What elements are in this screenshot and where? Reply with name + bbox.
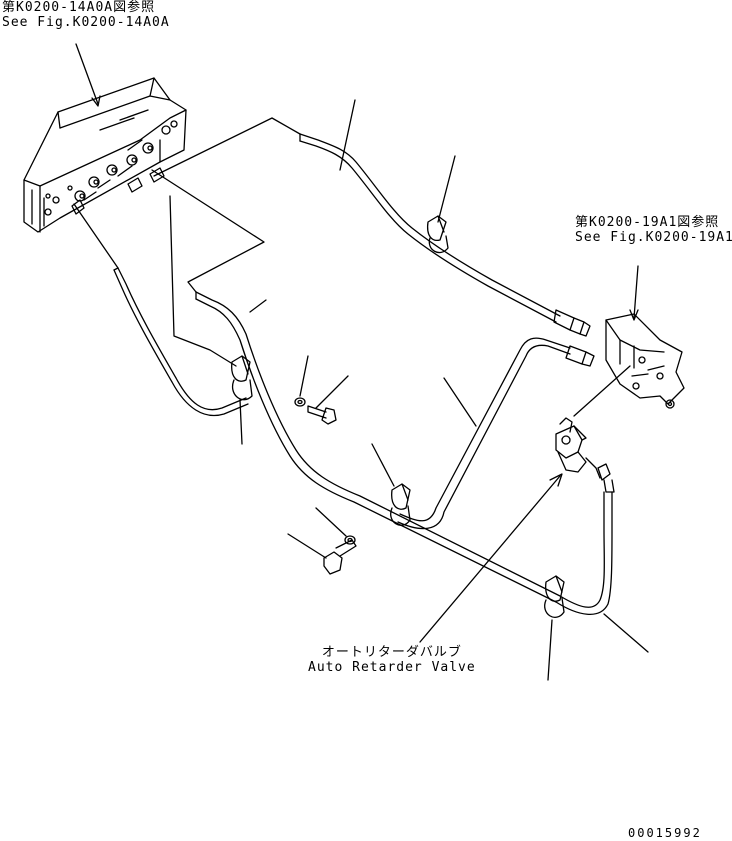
auto-retarder-valve [555,417,615,493]
lower-brake-tube [195,291,613,616]
loop-brake-tube [397,337,595,530]
upper-left-reference-en: See Fig.K0200-14A0A [2,15,170,30]
right-reference-en: See Fig.K0200-19A1 [575,230,732,245]
upper-brake-tube [299,133,591,337]
bolt-upper [307,405,337,425]
auto-retarder-valve-label: オートリターダバルブ Auto Retarder Valve [308,645,476,675]
figure-number: 00015992 [628,826,702,840]
washer-upper [294,397,306,407]
right-block [605,313,685,409]
auto-retarder-valve-label-jp: オートリターダバルブ [321,645,462,660]
right-clamp [544,575,565,618]
auto-retarder-valve-label-en: Auto Retarder Valve [308,660,476,675]
middle-clamp [390,483,411,526]
upper-left-reference-jp: 第K0200-14A0A図参照 [2,0,156,15]
right-reference-jp: 第K0200-19A1図参照 [575,215,720,230]
right-reference: 第K0200-19A1図参照 See Fig.K0200-19A1 [575,215,732,245]
left-brake-tube [73,203,249,417]
bolt-lower [323,539,357,575]
left-clamp [231,355,253,401]
valve-block [23,77,187,233]
upper-left-reference: 第K0200-14A0A図参照 See Fig.K0200-14A0A [2,0,170,30]
leader-lines [75,43,649,681]
